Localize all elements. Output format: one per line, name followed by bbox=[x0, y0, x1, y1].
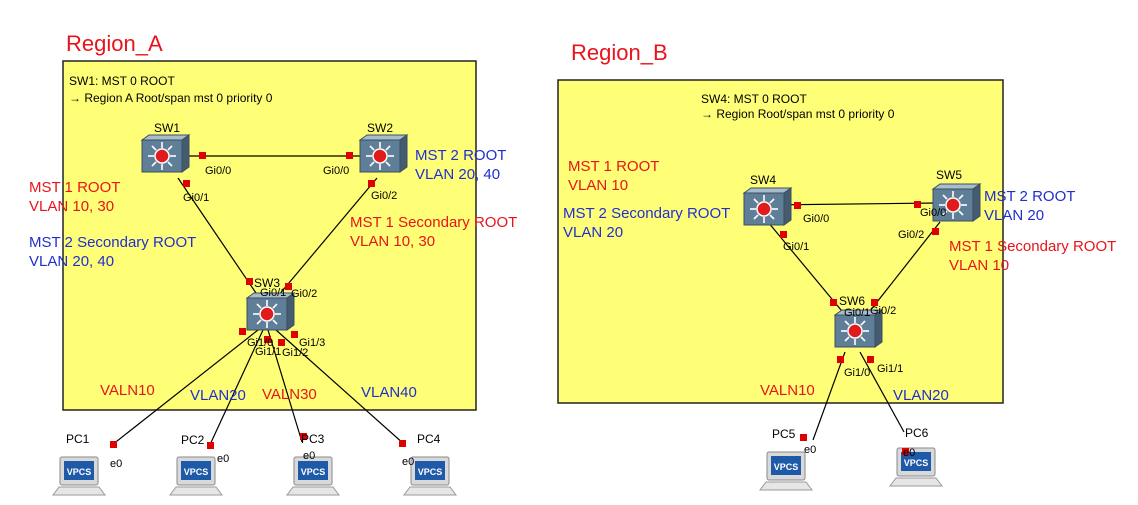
pc2-vlan-label: VLAN20 bbox=[190, 387, 246, 404]
region-b-note-line2: → Region Root/span mst 0 priority 0 bbox=[701, 107, 895, 121]
pc5-label: PC5 bbox=[772, 427, 796, 441]
pc1-label: PC1 bbox=[66, 432, 90, 446]
pc6-vpcs-pc-icon[interactable] bbox=[889, 447, 943, 487]
sw1-gi01-label: Gi0/1 bbox=[183, 192, 209, 204]
region-a-box bbox=[62, 60, 477, 411]
b-mst1-root-label: MST 1 ROOT bbox=[568, 158, 659, 175]
b-mst1-secondary-label: MST 1 Secondary ROOT bbox=[949, 238, 1116, 255]
sw3-gi11-label: Gi1/1 bbox=[255, 346, 281, 358]
sw4-gi01-label: Gi0/1 bbox=[783, 241, 809, 253]
sw2-multilayer-switch-icon[interactable] bbox=[359, 134, 408, 173]
sw6-gi01-label: Gi0/1 bbox=[844, 307, 870, 319]
sw3-gi13-label: Gi1/3 bbox=[299, 337, 325, 349]
pc3-e0-label: e0 bbox=[303, 450, 315, 462]
pc4-e0-label: e0 bbox=[402, 456, 414, 468]
pc6-label: PC6 bbox=[905, 426, 929, 440]
sw6-gi02-label: Gi0/2 bbox=[870, 305, 896, 317]
pc2-label: PC2 bbox=[181, 433, 205, 447]
region-b-title: Region_B bbox=[571, 40, 668, 65]
sw3-gi02-label: Gi0/2 bbox=[291, 288, 317, 300]
b-mst2-root-vlans: VLAN 20 bbox=[984, 207, 1044, 224]
pc5-vlan-label: VALN10 bbox=[760, 382, 815, 399]
a-mst1-root-label: MST 1 ROOT bbox=[29, 179, 120, 196]
region-b-note-line1: SW4: MST 0 ROOT bbox=[701, 92, 807, 106]
a-mst2-secondary-label: MST 2 Secondary ROOT bbox=[29, 234, 196, 251]
sw3-label: SW3 bbox=[254, 276, 280, 290]
pc5-e0-label: e0 bbox=[804, 444, 816, 456]
a-mst2-root-vlans: VLAN 20, 40 bbox=[415, 166, 500, 183]
sw6-gi11-label: Gi1/1 bbox=[877, 363, 903, 375]
sw5-gi00-label: Gi0/0 bbox=[920, 207, 946, 219]
pc1-vpcs-pc-icon[interactable] bbox=[52, 456, 106, 496]
pc2-e0-label: e0 bbox=[217, 453, 229, 465]
sw1-label: SW1 bbox=[154, 121, 180, 135]
sw4-multilayer-switch-icon[interactable] bbox=[743, 187, 792, 226]
a-mst1-secondary-vlans: VLAN 10, 30 bbox=[350, 233, 435, 250]
sw4-label: SW4 bbox=[750, 173, 776, 187]
b-mst2-secondary-label: MST 2 Secondary ROOT bbox=[563, 205, 730, 222]
pc3-label: PC3 bbox=[301, 432, 325, 446]
sw6-label: SW6 bbox=[839, 294, 865, 308]
sw6-gi10-label: Gi1/0 bbox=[844, 367, 870, 379]
sw2-gi00-label: Gi0/0 bbox=[323, 165, 349, 177]
a-mst1-secondary-label: MST 1 Secondary ROOT bbox=[350, 214, 517, 231]
sw5-gi02-label: Gi0/2 bbox=[898, 229, 924, 241]
pc1-vlan-label: VALN10 bbox=[100, 382, 155, 399]
pc2-vpcs-pc-icon[interactable] bbox=[169, 456, 223, 496]
pc3-vlan-label: VALN30 bbox=[262, 386, 317, 403]
b-mst2-root-label: MST 2 ROOT bbox=[984, 188, 1075, 205]
b-mst1-root-vlans: VLAN 10 bbox=[568, 177, 628, 194]
pc5-vpcs-pc-icon[interactable] bbox=[759, 451, 813, 491]
region-a-links bbox=[111, 155, 405, 450]
a-mst2-secondary-vlans: VLAN 20, 40 bbox=[29, 253, 114, 270]
pc3-vpcs-pc-icon[interactable] bbox=[286, 456, 340, 496]
sw3-gi01-label: Gi0/1 bbox=[260, 287, 286, 299]
port-markers bbox=[110, 152, 939, 455]
region-a-note-line1: SW1: MST 0 ROOT bbox=[69, 74, 175, 88]
a-mst1-root-vlans: VLAN 10, 30 bbox=[29, 198, 114, 215]
sw3-gi12-label: Gi1/2 bbox=[282, 347, 308, 359]
sw1-multilayer-switch-icon[interactable] bbox=[141, 134, 190, 173]
pc1-e0-label: e0 bbox=[110, 458, 122, 470]
sw4-gi00-label: Gi0/0 bbox=[803, 213, 829, 225]
region-a-note-line2: → Region A Root/span mst 0 priority 0 bbox=[69, 91, 273, 105]
sw2-label: SW2 bbox=[367, 121, 393, 135]
sw1-gi00-label: Gi0/0 bbox=[205, 165, 231, 177]
sw2-gi02-label: Gi0/2 bbox=[371, 190, 397, 202]
b-mst1-secondary-vlans: VLAN 10 bbox=[949, 257, 1009, 274]
region-b-box bbox=[557, 79, 1004, 404]
pc6-e0-label: e0 bbox=[903, 447, 915, 459]
sw5-label: SW5 bbox=[936, 168, 962, 182]
sw3-gi10-label: Gi1/0 bbox=[247, 337, 273, 349]
pc4-label: PC4 bbox=[417, 432, 441, 446]
pc4-vlan-label: VLAN40 bbox=[361, 384, 417, 401]
a-mst2-root-label: MST 2 ROOT bbox=[415, 147, 506, 164]
region-a-title: Region_A bbox=[66, 31, 163, 56]
pc6-vlan-label: VLAN20 bbox=[893, 387, 949, 404]
b-mst2-secondary-vlans: VLAN 20 bbox=[563, 224, 623, 241]
